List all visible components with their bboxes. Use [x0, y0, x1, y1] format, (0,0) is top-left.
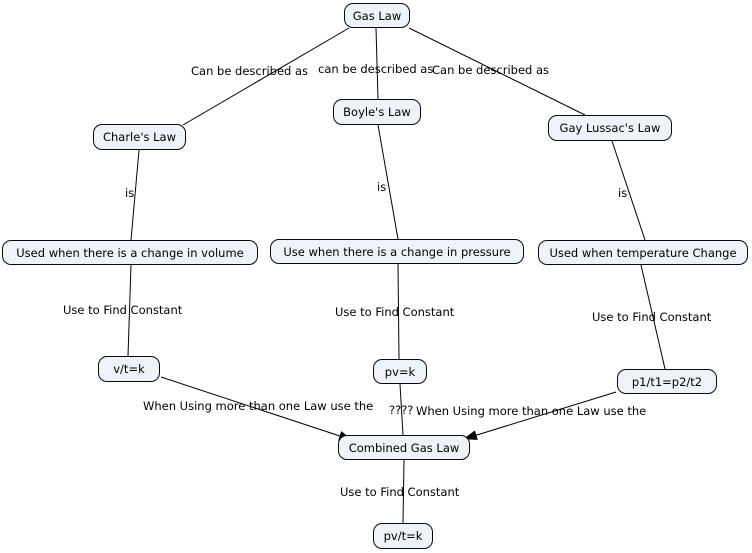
edge-gaslaw-gaylussac: [408, 27, 586, 116]
edge-gaylussac-temperature: [611, 140, 646, 241]
node-boyles-law[interactable]: Boyle's Law: [333, 99, 421, 125]
node-combined-formula[interactable]: pv/t=k: [373, 523, 433, 549]
node-pressure-note[interactable]: Use when there is a change in pressure: [270, 239, 524, 264]
edge-pressure-pvk: [397, 263, 400, 360]
link-phrase-combine-q: ????: [389, 403, 414, 417]
link-phrase-combine-1: When Using more than one Law use the: [143, 399, 374, 413]
edge-volume-vtk: [127, 264, 132, 357]
link-phrase-combine-2: When Using more than one Law use the: [416, 404, 647, 418]
edge-vtk-combined: [160, 376, 353, 441]
edge-charles-volume: [130, 149, 140, 241]
link-phrase-is-2: is: [377, 180, 387, 194]
link-phrase-described-2: can be described as: [318, 62, 434, 76]
edge-gaslaw-boyles: [375, 27, 379, 100]
link-phrase-described-1: Can be described as: [191, 64, 309, 78]
node-gay-lussacs-law[interactable]: Gay Lussac's Law: [548, 115, 672, 141]
node-combined-gas-law[interactable]: Combined Gas Law: [338, 435, 470, 460]
link-phrase-is-3: is: [618, 186, 628, 200]
node-gay-lussacs-formula[interactable]: p1/t1=p2/t2: [617, 369, 717, 394]
edge-combined-pvtk: [402, 459, 405, 524]
link-phrase-described-3: Can be described as: [432, 63, 550, 77]
node-boyles-formula[interactable]: pv=k: [373, 359, 427, 384]
edge-boyles-pressure: [377, 124, 399, 240]
node-gas-law[interactable]: Gas Law: [344, 3, 410, 28]
edge-gaslaw-charles: [182, 27, 350, 126]
node-temperature-note[interactable]: Used when temperature Change: [538, 240, 748, 265]
node-charles-law[interactable]: Charle's Law: [93, 124, 186, 150]
link-phrase-constant-3: Use to Find Constant: [592, 310, 712, 324]
node-charles-formula[interactable]: v/t=k: [98, 356, 160, 382]
link-phrase-constant-2: Use to Find Constant: [335, 305, 455, 319]
edge-p1t1-combined: [463, 391, 617, 440]
edge-temperature-p1t1: [640, 264, 666, 370]
link-phrase-is-1: is: [125, 186, 135, 200]
node-volume-note[interactable]: Used when there is a change in volume: [2, 240, 258, 265]
link-phrase-constant-4: Use to Find Constant: [340, 485, 460, 499]
edge-pvk-combined: [399, 383, 404, 436]
link-phrase-constant-1: Use to Find Constant: [63, 303, 183, 317]
